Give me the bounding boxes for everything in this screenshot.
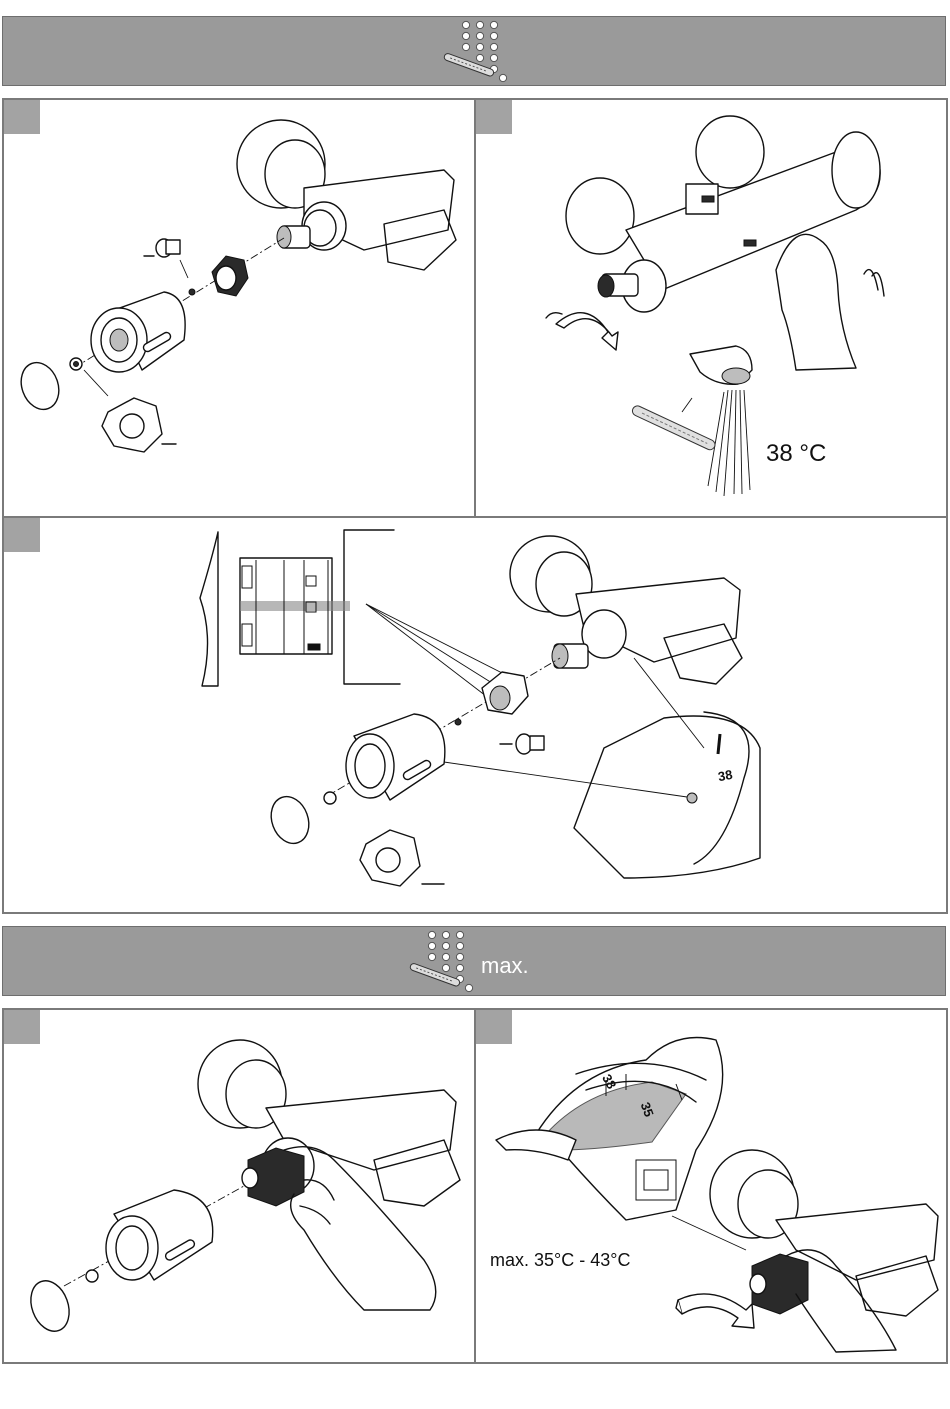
scale-value-38: 38 xyxy=(717,767,734,784)
max-range-label: max. 35°C - 43°C xyxy=(490,1250,630,1271)
remove-handle-illustration xyxy=(4,1010,474,1362)
header-band-top xyxy=(2,16,946,86)
header-band-max: max. xyxy=(2,926,946,996)
step-panel-remove-handle xyxy=(2,1008,476,1364)
max-label: max. xyxy=(481,953,529,979)
step-panel-disassembly xyxy=(2,98,476,518)
temperature-check-illustration xyxy=(476,100,946,516)
step-panel-max-limit: 38 35 max. 35°C - 43°C xyxy=(474,1008,948,1364)
max-limit-illustration xyxy=(476,1010,946,1362)
step-panel-reassembly: 38 xyxy=(2,516,948,914)
exploded-view-illustration xyxy=(4,100,474,516)
thermometer-dots-icon xyxy=(3,17,947,87)
thermometer-dots-icon xyxy=(3,927,947,997)
reassembly-illustration xyxy=(4,518,946,912)
step-panel-temperature-check: 38 °C xyxy=(474,98,948,518)
temperature-label: 38 °C xyxy=(766,440,826,468)
